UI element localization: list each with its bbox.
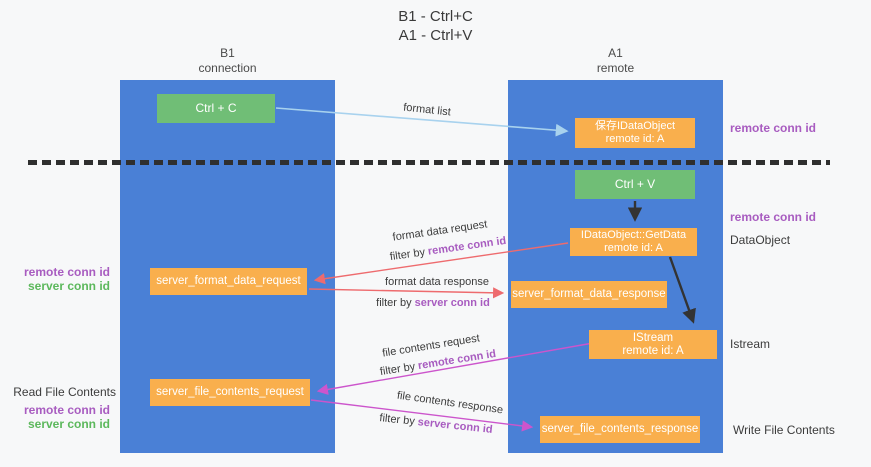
node-idataobject-getdata: IDataObject::GetData remote id: A xyxy=(570,228,697,256)
left-label-remote-conn-id-bottom: remote conn id xyxy=(23,403,110,417)
node-istream: IStream remote id: A xyxy=(589,330,717,359)
right-label-write-file-contents: Write File Contents xyxy=(733,423,835,437)
left-label-server-conn-id-top: server conn id xyxy=(27,279,110,293)
node-ctrl-v: Ctrl + V xyxy=(575,170,695,199)
filter-by-text: filter by xyxy=(376,297,412,309)
title-line-b1: B1 - Ctrl+C xyxy=(398,8,473,25)
node-istream-line2: remote id: A xyxy=(622,344,684,357)
column-a1-subtitle: remote xyxy=(596,61,635,75)
node-server-file-contents-response: server_file_contents_response xyxy=(540,416,700,443)
dashed-divider xyxy=(28,160,830,165)
node-server-format-data-response: server_format_data_response xyxy=(511,281,667,308)
filter-server-conn-id: server conn id xyxy=(417,416,494,436)
left-label-read-file-contents: Read File Contents xyxy=(13,385,116,399)
diagram-title: B1 - Ctrl+C A1 - Ctrl+V xyxy=(0,7,871,45)
node-ctrl-c: Ctrl + C xyxy=(157,94,275,123)
right-label-remote-conn-id-top: remote conn id xyxy=(730,121,817,135)
node-save-dataobject-line1: 保存IDataObject xyxy=(594,120,676,132)
node-server-file-contents-request-label: server_file_contents_request xyxy=(156,386,304,398)
node-save-dataobject-line2: remote id: A xyxy=(605,133,665,145)
node-istream-line1: IStream xyxy=(632,331,674,344)
column-header-a1: A1 remote xyxy=(508,46,723,76)
right-label-remote-conn-id-mid: remote conn id xyxy=(730,210,817,224)
filter-by-text: filter by xyxy=(378,412,416,428)
column-b1-subtitle: connection xyxy=(198,61,257,75)
format-data-response-arrow xyxy=(308,287,505,299)
node-ctrl-c-label: Ctrl + C xyxy=(195,101,237,115)
column-a1-name: A1 xyxy=(608,46,623,60)
arrow-label-format-data-response: format data response xyxy=(385,276,489,288)
left-label-server-conn-id-bottom: server conn id xyxy=(27,417,110,431)
title-line-a1: A1 - Ctrl+V xyxy=(398,27,473,44)
arrow-label-file-contents-response: file contents response xyxy=(396,389,504,417)
node-server-file-contents-response-label: server_file_contents_response xyxy=(541,423,699,435)
node-getdata-line2: remote id: A xyxy=(604,242,663,254)
filter-by-text: filter by xyxy=(379,360,417,379)
node-ctrl-v-label: Ctrl + V xyxy=(614,177,656,191)
node-server-format-data-request-label: server_format_data_request xyxy=(156,275,301,287)
node-server-format-data-request: server_format_data_request xyxy=(150,268,307,295)
filter-server-conn-id: server conn id xyxy=(414,297,490,309)
node-save-dataobject: 保存IDataObject remote id: A xyxy=(575,118,695,148)
column-header-b1: B1 connection xyxy=(120,46,335,76)
filter-by-text: filter by xyxy=(389,246,426,264)
filter-remote-conn-id: remote conn id xyxy=(427,234,507,258)
node-server-format-data-response-label: server_format_data_response xyxy=(512,288,666,300)
right-label-istream: Istream xyxy=(730,337,771,351)
column-b1-name: B1 xyxy=(220,46,235,60)
node-getdata-line1: IDataObject::GetData xyxy=(580,229,687,241)
node-server-file-contents-request: server_file_contents_request xyxy=(150,379,310,406)
left-label-remote-conn-id-top: remote conn id xyxy=(23,265,110,279)
arrow-label-format-list: format list xyxy=(402,101,452,119)
right-label-dataobject: DataObject xyxy=(730,233,791,247)
